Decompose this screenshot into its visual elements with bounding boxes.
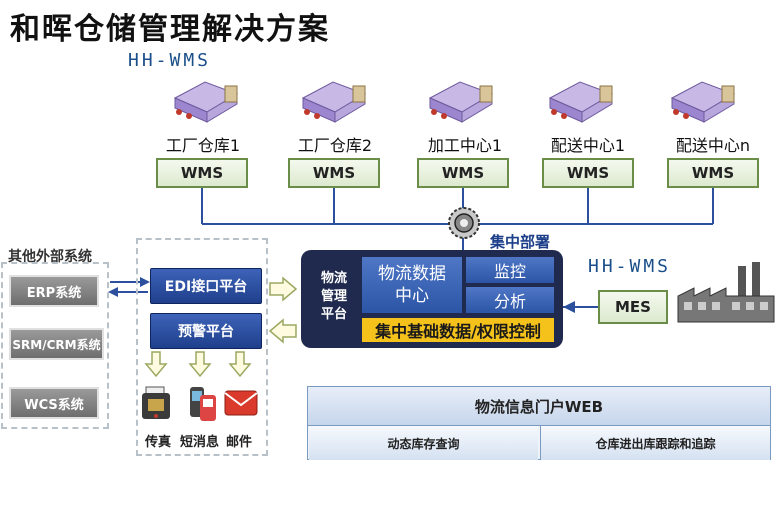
fax-icon — [140, 383, 172, 423]
wms-box[interactable]: WMS — [542, 158, 634, 188]
mail-icon — [224, 389, 258, 417]
site-label: 配送中心1 — [550, 136, 626, 155]
data-center-line: 物流数据 — [378, 264, 446, 284]
portal-title: 物流信息门户WEB — [308, 387, 770, 426]
monitor-box[interactable]: 监控 — [466, 257, 554, 283]
web-portal: 物流信息门户WEB 动态库存查询 仓库进出库跟踪和追踪 — [307, 386, 771, 460]
core-side-label-line: 平台 — [320, 307, 347, 322]
wcs-system-box[interactable]: WCS系统 — [9, 387, 99, 419]
edi-platform-button[interactable]: EDI接口平台 — [150, 268, 262, 304]
external-systems-title: 其他外部系统 — [8, 249, 92, 265]
middle-panel — [136, 238, 268, 456]
page-title: 和晖仓储管理解决方案 — [10, 12, 330, 47]
external-systems-panel — [1, 262, 109, 429]
wms-box[interactable]: WMS — [156, 158, 248, 188]
wms-box[interactable]: WMS — [288, 158, 380, 188]
sms-icon — [186, 385, 218, 423]
crm-system-box[interactable]: SRM/CRM系统 — [9, 328, 104, 360]
site-label: 工厂仓库2 — [297, 136, 373, 155]
fax-label: 传真 — [145, 435, 172, 450]
warehouse-icon — [540, 68, 620, 128]
portal-item-inventory[interactable]: 动态库存查询 — [309, 426, 538, 460]
factory-icon — [676, 262, 776, 326]
sms-label: 短消息 — [180, 435, 220, 450]
base-data-bar[interactable]: 集中基础数据/权限控制 — [362, 318, 554, 342]
data-center-line: 中心 — [395, 286, 429, 306]
deployment-label: 集中部署 — [490, 233, 551, 251]
mail-label: 邮件 — [226, 435, 253, 450]
warehouse-icon — [165, 68, 245, 128]
portal-item-tracking[interactable]: 仓库进出库跟踪和追踪 — [540, 426, 770, 460]
analysis-box[interactable]: 分析 — [466, 287, 554, 313]
alert-platform-button[interactable]: 预警平台 — [150, 313, 262, 349]
core-side-label-line: 管理 — [320, 289, 347, 304]
data-center-box[interactable]: 物流数据 中心 — [362, 257, 462, 313]
brand-right: HH-WMS — [588, 256, 672, 277]
core-side-label: 物流 管理 平台 — [314, 270, 354, 324]
site-label: 加工中心1 — [427, 136, 503, 155]
wms-box[interactable]: WMS — [667, 158, 759, 188]
mes-box[interactable]: MES — [598, 290, 668, 324]
warehouse-icon — [420, 68, 500, 128]
site-label: 配送中心n — [675, 136, 751, 155]
site-label: 工厂仓库1 — [165, 136, 241, 155]
warehouse-icon — [662, 68, 742, 128]
warehouse-icon — [293, 68, 373, 128]
gear-icon — [447, 206, 481, 240]
brand-top: HH-WMS — [128, 50, 212, 71]
erp-system-box[interactable]: ERP系统 — [9, 275, 99, 307]
wms-box[interactable]: WMS — [417, 158, 509, 188]
core-side-label-line: 物流 — [320, 271, 347, 286]
